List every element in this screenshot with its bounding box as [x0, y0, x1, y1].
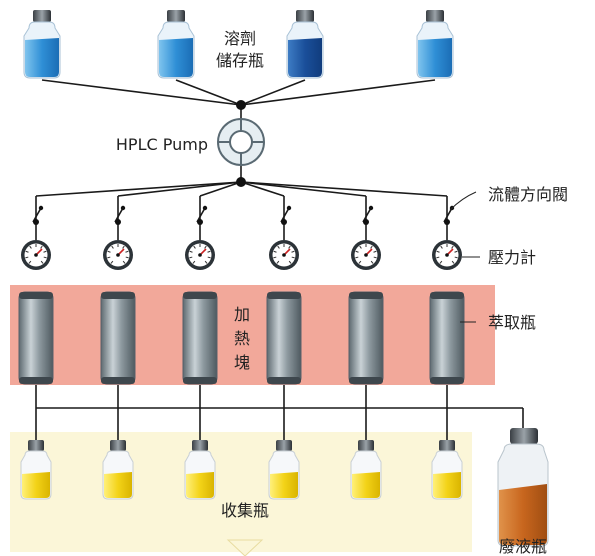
waste-bottle-icon — [497, 428, 549, 547]
extraction-channel — [182, 196, 218, 500]
valve-icon — [443, 205, 455, 225]
extraction-label: 萃取瓶 — [488, 313, 536, 332]
extraction-column-icon — [182, 291, 218, 385]
down-arrow-icon — [226, 539, 264, 556]
solvent-lines — [41, 79, 436, 182]
solvent-bottle-icon — [286, 10, 324, 79]
valve-icon — [362, 205, 374, 225]
valve-icon — [196, 205, 208, 225]
valve-icon — [280, 205, 292, 225]
gauge-label: 壓力計 — [488, 248, 536, 267]
extraction-channel — [266, 196, 302, 500]
collection-area — [10, 432, 472, 552]
top-junction — [236, 100, 246, 110]
pressure-gauge-icon — [432, 240, 462, 270]
valve-icon — [114, 205, 126, 225]
valve-label: 流體方向閥 — [488, 185, 568, 204]
pump-label: HPLC Pump — [116, 135, 208, 154]
pressure-gauge-icon — [351, 240, 381, 270]
extraction-channel — [18, 196, 54, 500]
solvent-label-line2: 儲存瓶 — [216, 51, 264, 70]
solvent-label-line1: 溶劑 — [224, 29, 256, 48]
collection-vial-icon — [184, 440, 216, 500]
pressure-gauge-icon — [103, 240, 133, 270]
label-leaders — [449, 191, 480, 323]
extraction-column-icon — [266, 291, 302, 385]
pressure-gauge-icon — [269, 240, 299, 270]
extraction-channel — [100, 196, 136, 500]
solvent-bottle-icon — [416, 10, 454, 79]
waste-label: 廢液瓶 — [499, 537, 547, 556]
collection-vial-icon — [102, 440, 134, 500]
heater-label-3: 塊 — [234, 353, 250, 372]
solvent-bottle-icon — [157, 10, 195, 79]
extraction-column-icon — [348, 291, 384, 385]
heater-label-2: 熱 — [234, 329, 250, 348]
collection-vial-icon — [350, 440, 382, 500]
heater-label-1: 加 — [234, 305, 250, 324]
distribution-junction — [236, 177, 246, 187]
extraction-channel — [429, 196, 465, 500]
pressure-gauge-icon — [185, 240, 215, 270]
extraction-column-icon — [100, 291, 136, 385]
pressure-gauge-icon — [21, 240, 51, 270]
collection-vial-icon — [20, 440, 52, 500]
heater-block — [10, 285, 495, 385]
extraction-channels — [18, 196, 465, 500]
collection-vial-icon — [268, 440, 300, 500]
extraction-column-icon — [429, 291, 465, 385]
extraction-column-icon — [18, 291, 54, 385]
collection-label: 收集瓶 — [221, 501, 269, 520]
valve-icon — [32, 205, 44, 225]
extraction-channel — [348, 196, 384, 500]
collection-vial-icon — [431, 440, 463, 500]
output-lines — [36, 407, 524, 428]
distribution-lines — [35, 181, 448, 197]
solvent-bottle-icon — [23, 10, 61, 79]
pump-ring-icon — [217, 118, 265, 166]
solvent-bottles — [23, 10, 454, 79]
